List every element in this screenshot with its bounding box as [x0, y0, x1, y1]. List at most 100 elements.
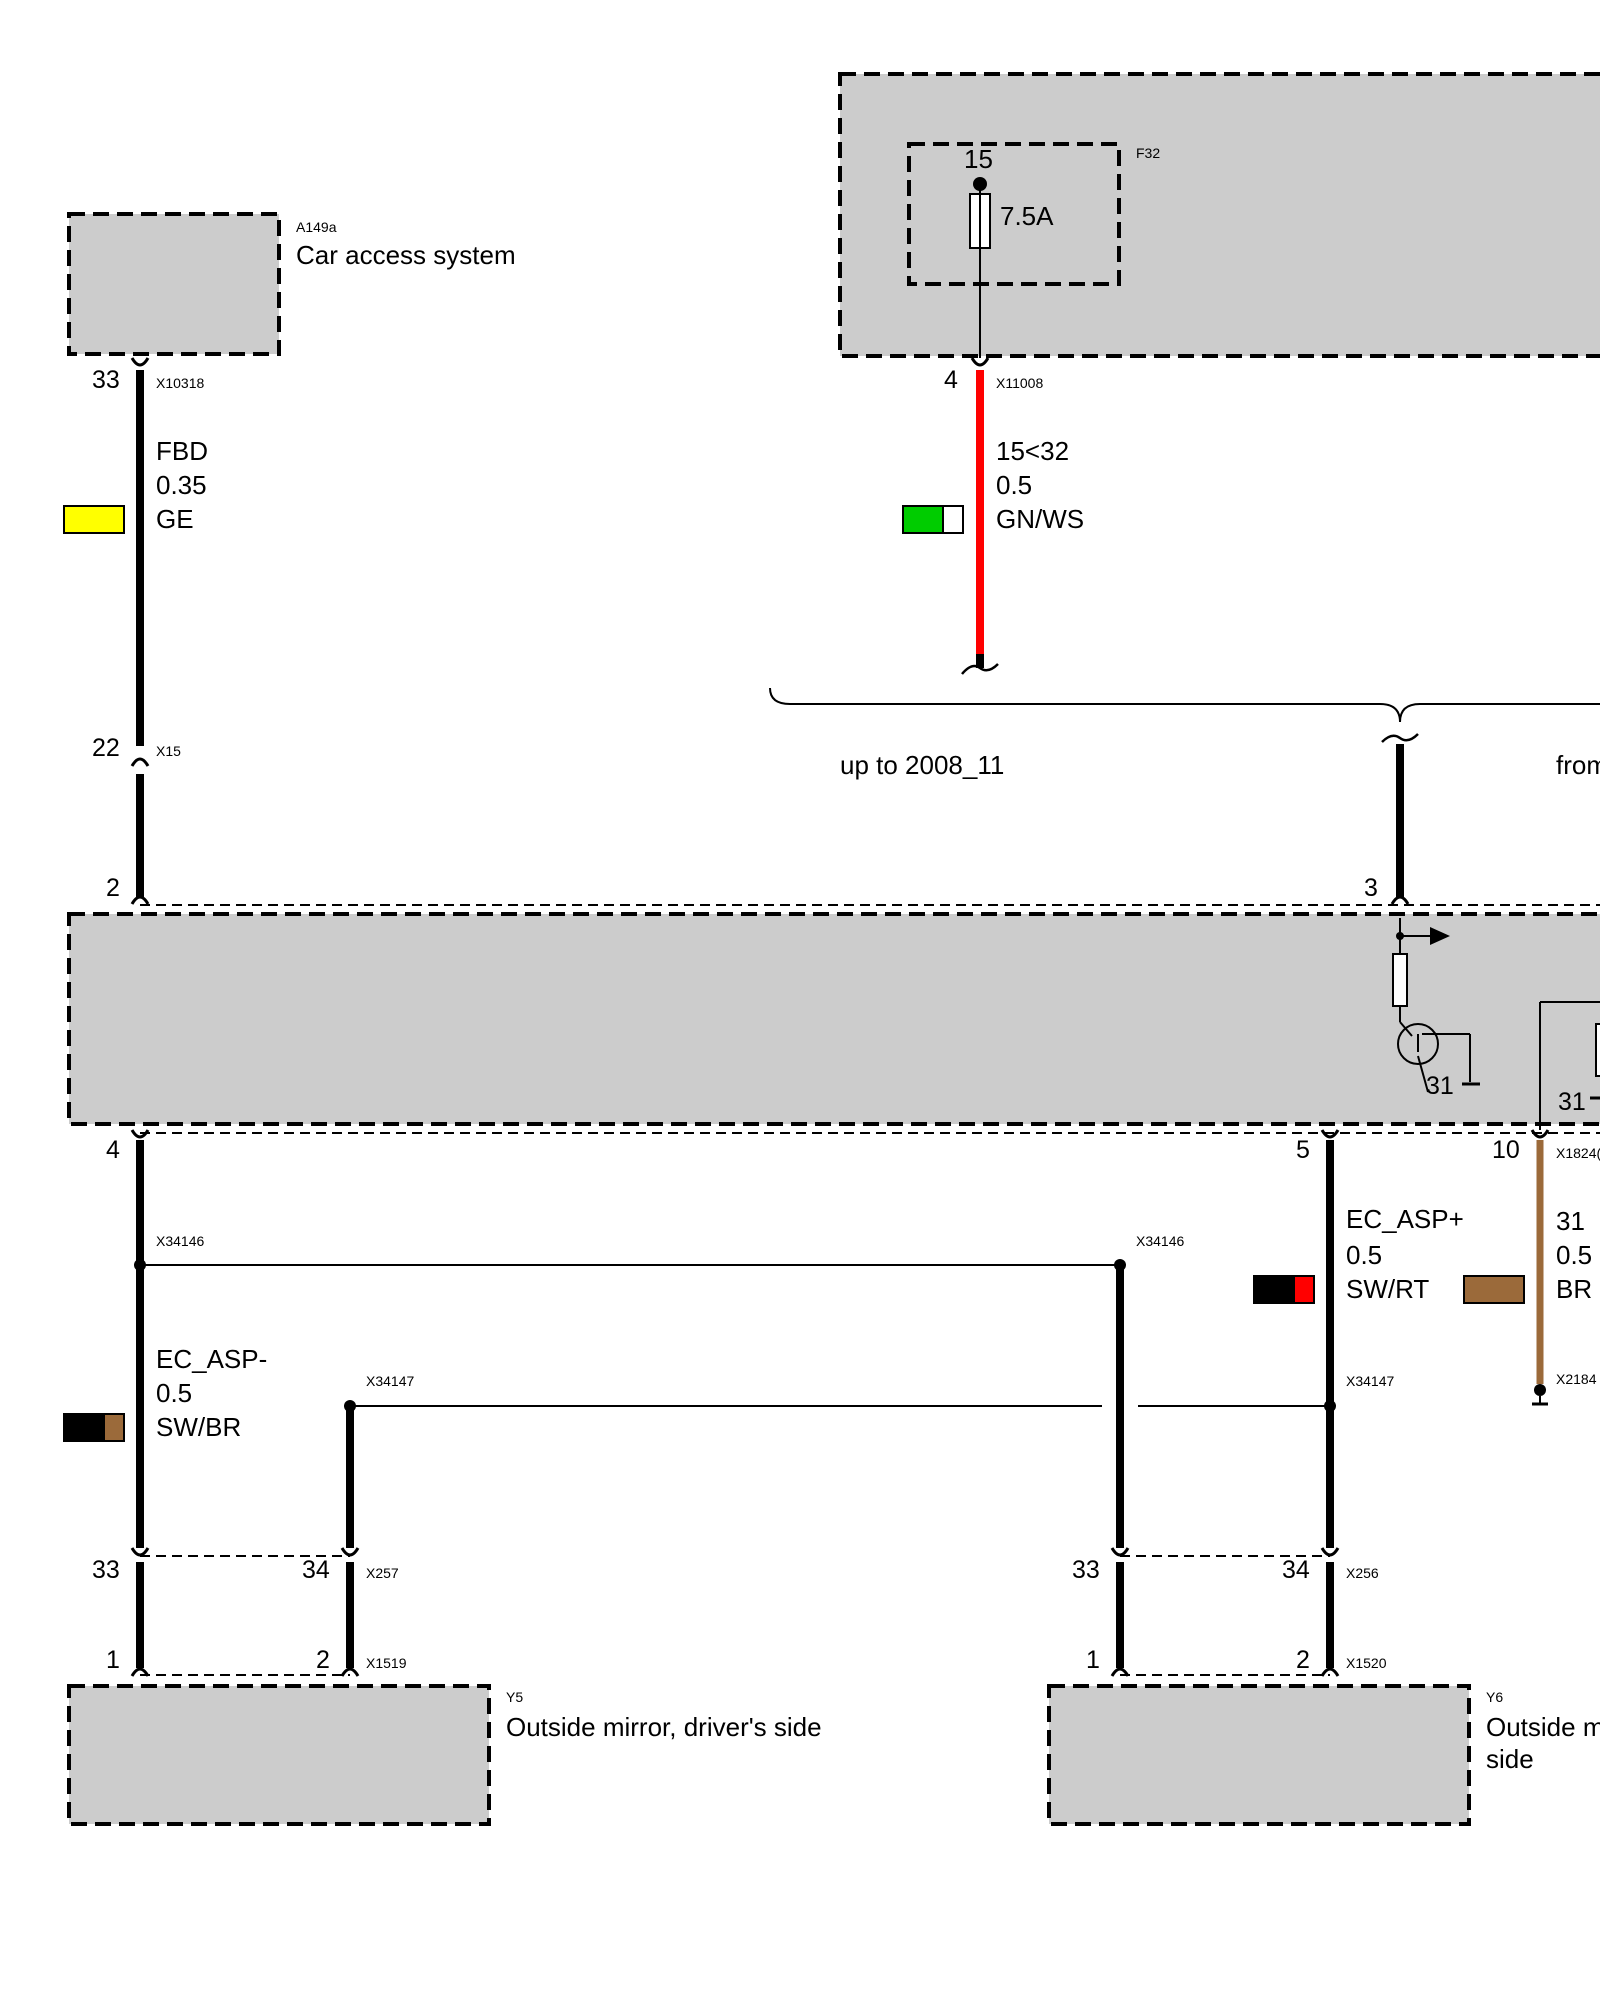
swatch-31-color	[1463, 1275, 1525, 1304]
splice-x2184	[1534, 1384, 1546, 1396]
pin-4-bottom: 4	[106, 1136, 120, 1164]
pin-31-ground-b: 31	[1558, 1088, 1586, 1116]
connector-x257: X257	[366, 1565, 399, 1581]
pin-5: 5	[1296, 1136, 1310, 1164]
swatch-fbd-color	[63, 505, 125, 534]
variant-brace	[769, 687, 1600, 723]
f32-rating: 7.5A	[1000, 201, 1054, 231]
variant-up-to-label: up to 2008_11	[840, 750, 1004, 780]
pin-3: 3	[1364, 874, 1378, 902]
pin-22: 22	[92, 734, 120, 762]
transistor-base	[1399, 1021, 1413, 1037]
pin-2: 2	[106, 874, 120, 902]
socket-icon	[340, 1667, 360, 1677]
pin-x257-34: 34	[302, 1556, 330, 1584]
f32-terminal: 15	[964, 144, 993, 174]
connector-x11008: X11008	[996, 375, 1043, 391]
socket-icon	[1110, 1547, 1130, 1557]
internal-component-edge	[1595, 1023, 1600, 1077]
socket-icon	[1530, 1129, 1550, 1139]
socket-icon	[130, 895, 150, 905]
a149a-name: Car access system	[296, 240, 516, 270]
swatch-ec-asp-minus-b	[103, 1413, 125, 1442]
wire-ec-asp-plus-color: SW/RT	[1346, 1274, 1429, 1304]
socket-icon	[1320, 1129, 1340, 1139]
swatch-ec-asp-minus	[63, 1413, 125, 1442]
connector-x2184: X2184	[1556, 1371, 1597, 1387]
socket-icon	[130, 357, 150, 367]
connector-x34147-left: X34147	[366, 1373, 414, 1389]
connector-x34146-right: X34146	[1136, 1233, 1184, 1249]
swatch-31	[1463, 1275, 1525, 1304]
a149a-id: A149a	[296, 219, 337, 235]
pin-sockets	[130, 357, 1550, 1677]
connector-x10318: X10318	[156, 375, 204, 391]
pin-x1520-2: 2	[1296, 1646, 1310, 1674]
swatch-15-32-a	[902, 505, 944, 534]
swatch-ec-asp-plus-a	[1253, 1275, 1295, 1304]
wire-ec-asp-minus-size: 0.5	[156, 1378, 192, 1408]
y5-id: Y5	[506, 1689, 523, 1705]
socket-icon	[1390, 895, 1410, 905]
socket-icon	[340, 1547, 360, 1557]
wire-ec-asp-minus-signal: EC_ASP-	[156, 1344, 267, 1374]
wire-pin3-break	[1381, 733, 1419, 743]
wire-fbd-size: 0.35	[156, 470, 207, 500]
pin-x256-34: 34	[1282, 1556, 1310, 1584]
swatch-ec-asp-plus	[1253, 1275, 1315, 1304]
output-arrow-icon	[1430, 927, 1450, 945]
f32-id: F32	[1136, 145, 1160, 161]
swatch-15-32	[902, 505, 964, 534]
connector-x1520: X1520	[1346, 1655, 1387, 1671]
swatch-fbd	[63, 505, 125, 534]
pin-10: 10	[1492, 1136, 1520, 1164]
socket-icon	[130, 1667, 150, 1677]
fuse-f32-box	[907, 142, 1121, 286]
y5-name: Outside mirror, driver's side	[506, 1712, 822, 1742]
wire-fbd-signal: FBD	[156, 436, 208, 466]
wire-15-color: GN/WS	[996, 504, 1084, 534]
wire-ec-asp-minus-color: SW/BR	[156, 1412, 241, 1442]
transistor-output	[1417, 1055, 1429, 1093]
socket-icon	[130, 1129, 150, 1139]
wire-ec-asp-plus-signal: EC_ASP+	[1346, 1204, 1464, 1234]
swatch-ec-asp-plus-b	[1293, 1275, 1315, 1304]
socket-icon	[1110, 1667, 1130, 1677]
pin-4-fuse: 4	[944, 366, 958, 394]
wire-fbd-color: GE	[156, 504, 194, 534]
pin-x1520-1: 1	[1086, 1646, 1100, 1674]
socket-icon	[130, 757, 150, 767]
pin-31-ground-a: 31	[1426, 1072, 1454, 1100]
main-module-box	[67, 912, 1600, 1126]
wire-ec-asp-plus-size: 0.5	[1346, 1240, 1382, 1270]
y6-id: Y6	[1486, 1689, 1503, 1705]
pin-x256-33: 33	[1072, 1556, 1100, 1584]
connector-x34146-left: X34146	[156, 1233, 204, 1249]
connector-x15: X15	[156, 743, 181, 759]
pin-x1519-2: 2	[316, 1646, 330, 1674]
socket-icon	[1320, 1667, 1340, 1677]
y6-name-line2: side	[1486, 1744, 1534, 1774]
wire-31-signal: 31	[1556, 1206, 1585, 1236]
wire-15-signal: 15<32	[996, 436, 1069, 466]
connector-x256: X256	[1346, 1565, 1379, 1581]
pin-x257-33: 33	[92, 1556, 120, 1584]
wire-15-size: 0.5	[996, 470, 1032, 500]
car-access-system-box	[67, 212, 281, 356]
outside-mirror-passenger-box	[1047, 1684, 1471, 1826]
wire-31-size: 0.5	[1556, 1240, 1592, 1270]
connector-x34147-right: X34147	[1346, 1373, 1394, 1389]
resistor-icon	[1392, 953, 1408, 1007]
wire-31-color: BR	[1556, 1274, 1592, 1304]
pin-x1519-1: 1	[106, 1646, 120, 1674]
socket-icon	[130, 1547, 150, 1557]
socket-icon	[970, 357, 990, 367]
socket-icon	[1320, 1547, 1340, 1557]
variant-from-label: from	[1556, 750, 1600, 780]
swatch-15-32-b	[942, 505, 964, 534]
transistor-icon	[1397, 1023, 1439, 1065]
swatch-ec-asp-minus-a	[63, 1413, 105, 1442]
outside-mirror-driver-box	[67, 1684, 491, 1826]
fuse-carrier-box	[838, 72, 1600, 358]
